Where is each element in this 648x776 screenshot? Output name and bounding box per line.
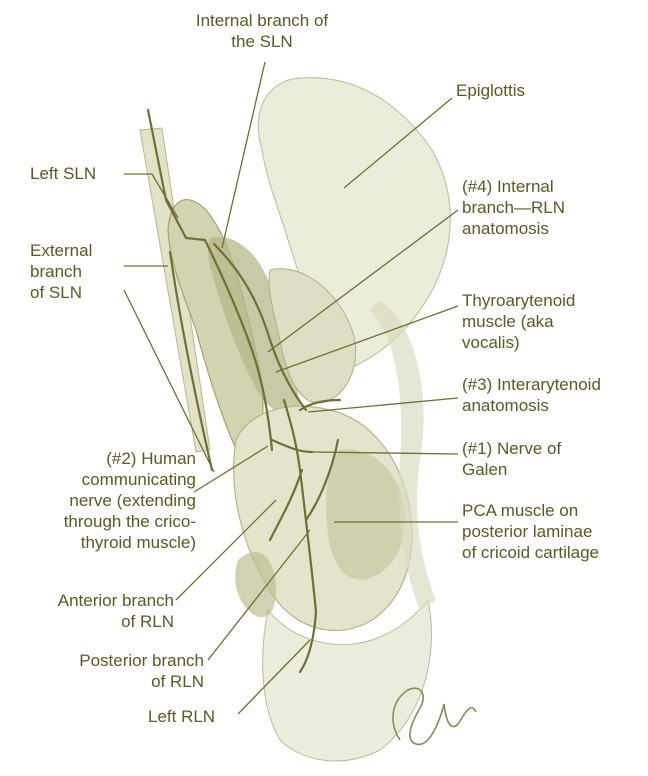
label-anterior-branch-rln: Anterior branch of RLN bbox=[4, 590, 174, 632]
label-internal-branch-sln: Internal branch of the SLN bbox=[164, 10, 360, 52]
label-human-communicating: (#2) Human communicating nerve (extendin… bbox=[4, 448, 196, 553]
label-pca-muscle: PCA muscle on posterior laminae of crico… bbox=[462, 500, 599, 563]
label-thyroarytenoid: Thyroarytenoid muscle (aka vocalis) bbox=[462, 290, 575, 353]
label-posterior-branch-rln: Posterior branch of RLN bbox=[4, 650, 204, 692]
label-internal-branch-rln: (#4) Internal branch—RLN anatomosis bbox=[462, 176, 565, 239]
label-nerve-of-galen: (#1) Nerve of Galen bbox=[462, 438, 561, 480]
label-interarytenoid: (#3) Interarytenoid anatomosis bbox=[462, 374, 601, 416]
label-left-sln: Left SLN bbox=[30, 163, 96, 184]
label-external-branch-sln: External branch of SLN bbox=[30, 240, 92, 303]
label-epiglottis: Epiglottis bbox=[456, 80, 525, 101]
label-left-rln: Left RLN bbox=[148, 706, 215, 727]
leader-internal-branch-sln bbox=[222, 62, 265, 248]
